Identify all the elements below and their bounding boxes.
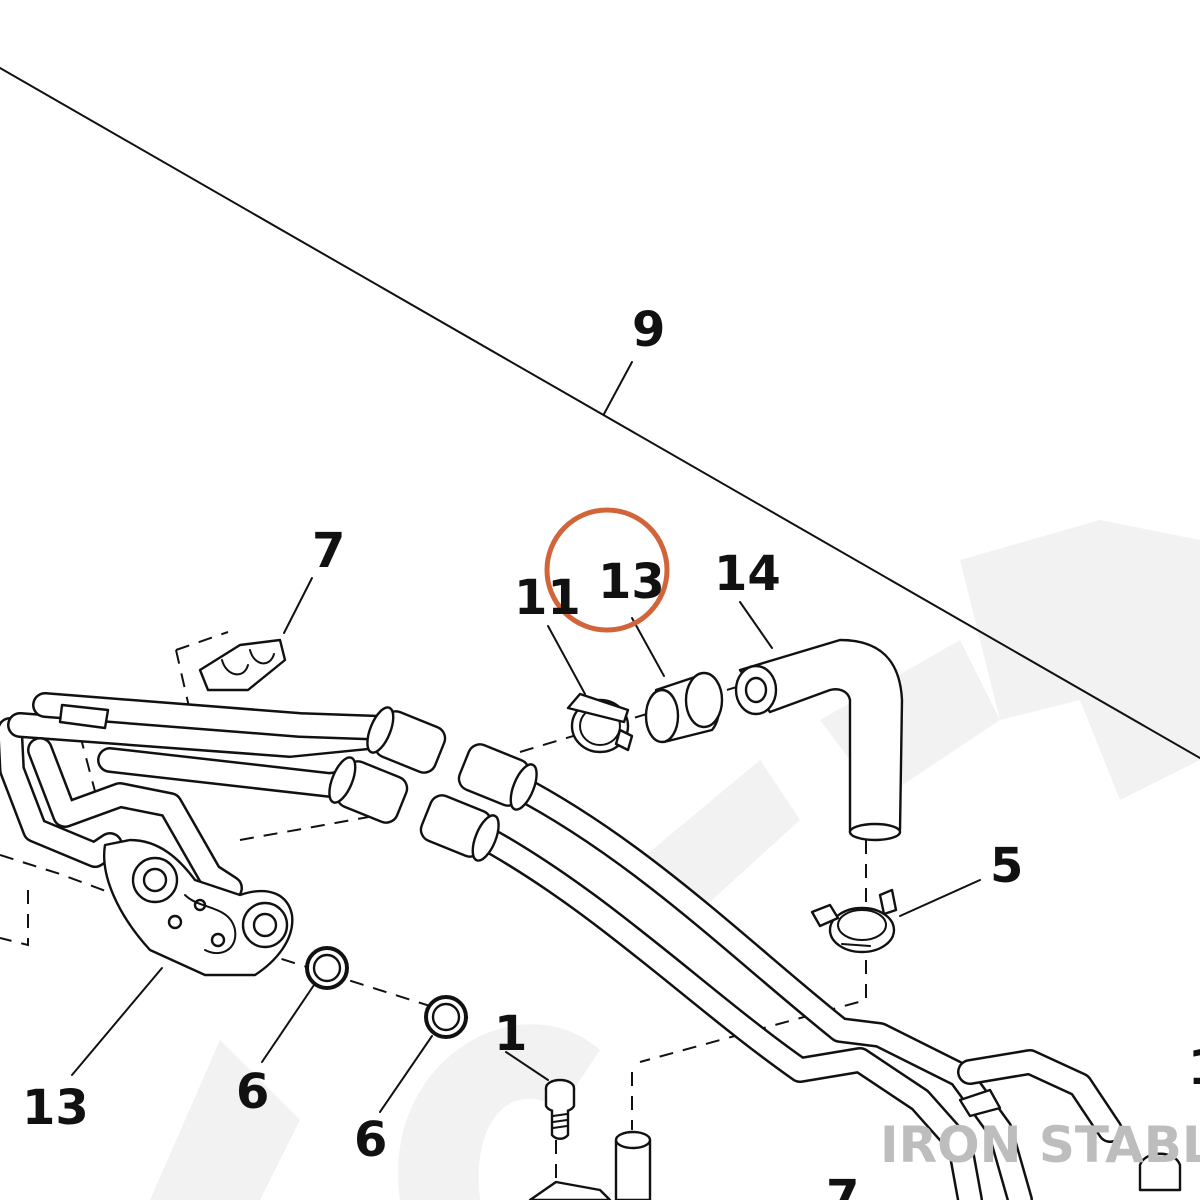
- part-7-clip: [198, 638, 287, 692]
- bottom-fitting: [528, 1130, 652, 1200]
- right-bottom-fitting: [958, 1088, 1182, 1192]
- callout-1: 1: [494, 1006, 527, 1062]
- background-watermark: [150, 520, 1200, 1200]
- callout-7-top: 7: [312, 523, 345, 579]
- diagonal-reference-line: [0, 67, 1200, 759]
- part-6-o-rings: [305, 946, 468, 1039]
- part-13-flange: [103, 838, 294, 977]
- leader-9: [603, 361, 633, 415]
- callout-labels: 9 7 11 13 14 5 13 6 6 1 7 1: [22, 302, 1200, 1200]
- leader-13-left: [71, 967, 163, 1076]
- callout-5: 5: [990, 838, 1023, 894]
- part-11-clamp: [566, 692, 634, 754]
- leader-7-top: [283, 577, 313, 634]
- leader-1: [505, 1051, 549, 1081]
- leader-11: [547, 625, 586, 695]
- part-5-clamp: [810, 888, 898, 954]
- watermark-brand-text: IRON STABLE: [880, 1116, 1200, 1174]
- callout-11: 11: [514, 570, 581, 626]
- part-13-sleeve: [644, 671, 724, 744]
- part-1-bolt: [544, 1078, 576, 1140]
- part-14-elbow-hose: [734, 638, 904, 842]
- callout-6-left: 6: [236, 1064, 269, 1120]
- leader-6-left: [261, 984, 315, 1063]
- callout-1-right: 1: [1188, 1040, 1200, 1096]
- callout-6-right: 6: [354, 1112, 387, 1168]
- callout-13-left: 13: [22, 1080, 89, 1136]
- leader-lines: [0, 67, 1200, 1113]
- callout-13-top: 13: [598, 554, 665, 610]
- tube-end-fitting: [58, 703, 110, 730]
- highlight-circle: [544, 507, 670, 633]
- callout-7-bottom: 7: [826, 1170, 859, 1200]
- hose-ferrules: [328, 706, 538, 862]
- leader-14: [739, 601, 773, 649]
- callout-9: 9: [632, 302, 665, 358]
- leader-6-right: [379, 1035, 433, 1113]
- leader-5: [899, 879, 981, 917]
- leader-13-top: [631, 617, 665, 677]
- callout-14: 14: [714, 546, 781, 602]
